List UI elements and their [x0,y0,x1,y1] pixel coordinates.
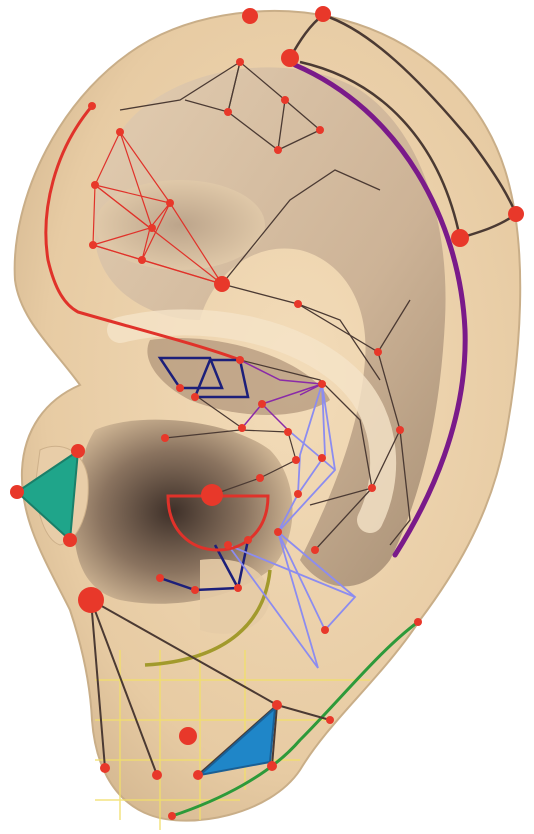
acupoint [318,380,326,388]
acupoint [100,763,110,773]
superior-network-lines [119,61,411,551]
acupoint [292,456,300,464]
acupoint [267,761,277,771]
acupoint [294,490,302,498]
acupoint [88,102,96,110]
acupoint [63,533,77,547]
acupoint [176,384,184,392]
acupoint [508,206,524,222]
acupoint [152,770,162,780]
acupoint [238,424,246,432]
acupoint [256,474,264,482]
acupoint [244,536,252,544]
helix-brown-line [299,60,462,239]
acupoint [274,146,282,154]
lobule-green-line [171,620,419,818]
acupoint [156,574,164,582]
acupoint [116,128,124,136]
acupoint [78,587,104,613]
acupoint [201,484,223,506]
acupoint [272,700,282,710]
acupoint [294,300,302,308]
acupoint [451,229,469,247]
acupoint [281,49,299,67]
acupoint [138,256,146,264]
acupoint [168,812,176,820]
acupoint [166,199,174,207]
acupoint [321,626,329,634]
helix-crus-red-line [44,105,241,362]
acupoint [224,541,232,549]
acupoint [234,584,242,592]
tragus-teal-triangle [15,448,80,543]
lobule-blue-triangle [196,705,277,777]
acupoint [396,426,404,434]
acupoint [236,58,244,66]
acupoint [274,528,282,536]
acupoint [191,393,199,401]
acupoint [368,484,376,492]
triangular-fossa [95,180,265,270]
acupoint [10,485,24,499]
acupoint [258,400,266,408]
acupoint [242,8,258,24]
acupoint [326,716,334,724]
acupoint [148,224,156,232]
acupoint [318,454,326,462]
antitragus-olive-line [144,569,272,667]
acupoint [161,434,169,442]
acupoint [214,276,230,292]
acupoint [281,96,289,104]
acupoints [10,6,524,820]
acupoint [284,428,292,436]
antihelix-lavender-lines [227,383,357,669]
antihelix-ridge [107,309,397,533]
acupoint [236,356,244,364]
acupoint [191,586,199,594]
concha-half-circle [166,494,270,552]
acupoint [71,444,85,458]
acupoint [315,6,331,22]
acupoint [179,727,197,745]
acupoint [193,770,203,780]
acupoint [414,618,422,626]
acupoint [311,546,319,554]
acupoint [91,181,99,189]
acupoint [316,126,324,134]
helix-purple-line [292,62,468,558]
acupoint [374,348,382,356]
acupoint [224,108,232,116]
acupoint [89,241,97,249]
helix-top-line [288,13,518,215]
